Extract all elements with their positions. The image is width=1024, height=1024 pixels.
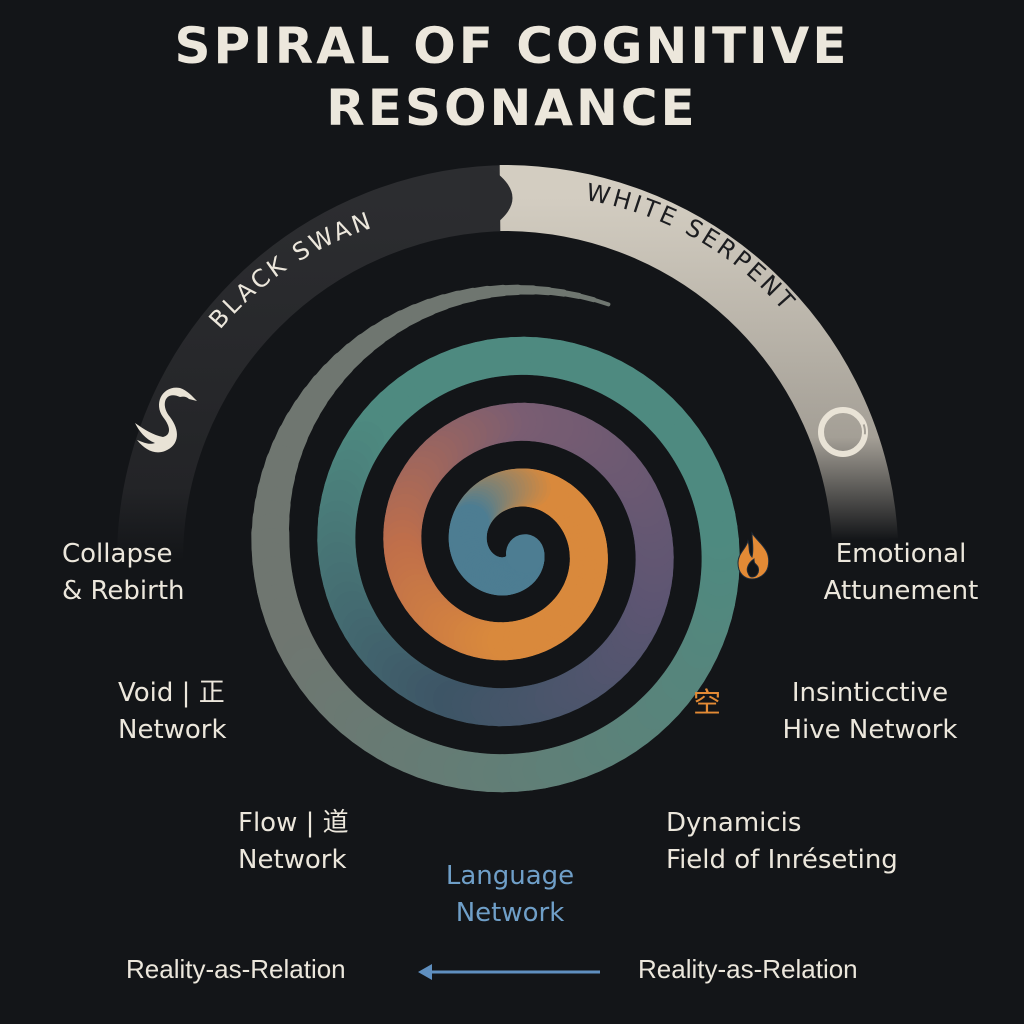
label-line: Network bbox=[118, 715, 227, 745]
spiral-segment bbox=[591, 297, 611, 307]
title-line-1: SPIRAL OF COGNITIVE bbox=[174, 17, 850, 75]
white-serpent-band bbox=[499, 164, 898, 543]
label-line: Flow | 道 bbox=[238, 808, 349, 838]
label-line: Hive Network bbox=[782, 715, 958, 745]
label-line: Emotional bbox=[835, 539, 967, 569]
label-line: Network bbox=[455, 898, 565, 928]
title-line-2: RESONANCE bbox=[326, 79, 698, 137]
label-void-network: Void | 正 Network bbox=[118, 675, 227, 749]
label-line: Network bbox=[238, 845, 347, 875]
label-dynamics-field: Dynamicis Field of Inréseting bbox=[666, 805, 898, 879]
black-swan-band bbox=[117, 165, 513, 561]
label-flow-network: Flow | 道 Network bbox=[238, 805, 349, 879]
label-line: & Rebirth bbox=[62, 576, 185, 606]
ouroboros-icon bbox=[818, 407, 868, 457]
label-line: Field of Inréseting bbox=[666, 845, 898, 875]
label-instinctive-hive-network: Insinticctive Hive Network bbox=[760, 675, 980, 749]
label-emotional-attunement: Emotional Attunement bbox=[806, 536, 996, 610]
label-line: Collapse bbox=[62, 539, 173, 569]
label-line: Attunement bbox=[823, 576, 979, 606]
label-line: Dynamicis bbox=[666, 808, 802, 838]
kanji-marker: 空 bbox=[693, 686, 721, 719]
label-line: Language bbox=[445, 861, 575, 891]
footer-left-label: Reality-as-Relation bbox=[126, 954, 346, 984]
arrow-left-icon bbox=[418, 964, 600, 980]
fire-icon bbox=[737, 531, 770, 580]
label-line: Void | 正 bbox=[118, 678, 225, 708]
swan-icon bbox=[135, 387, 197, 453]
spiral bbox=[251, 284, 740, 793]
label-language-network: Language Network bbox=[420, 858, 600, 932]
label-line: Insinticctive bbox=[791, 678, 949, 708]
label-collapse-rebirth: Collapse & Rebirth bbox=[62, 536, 185, 610]
footer-right-label: Reality-as-Relation bbox=[638, 954, 858, 984]
band-divider bbox=[470, 168, 513, 228]
